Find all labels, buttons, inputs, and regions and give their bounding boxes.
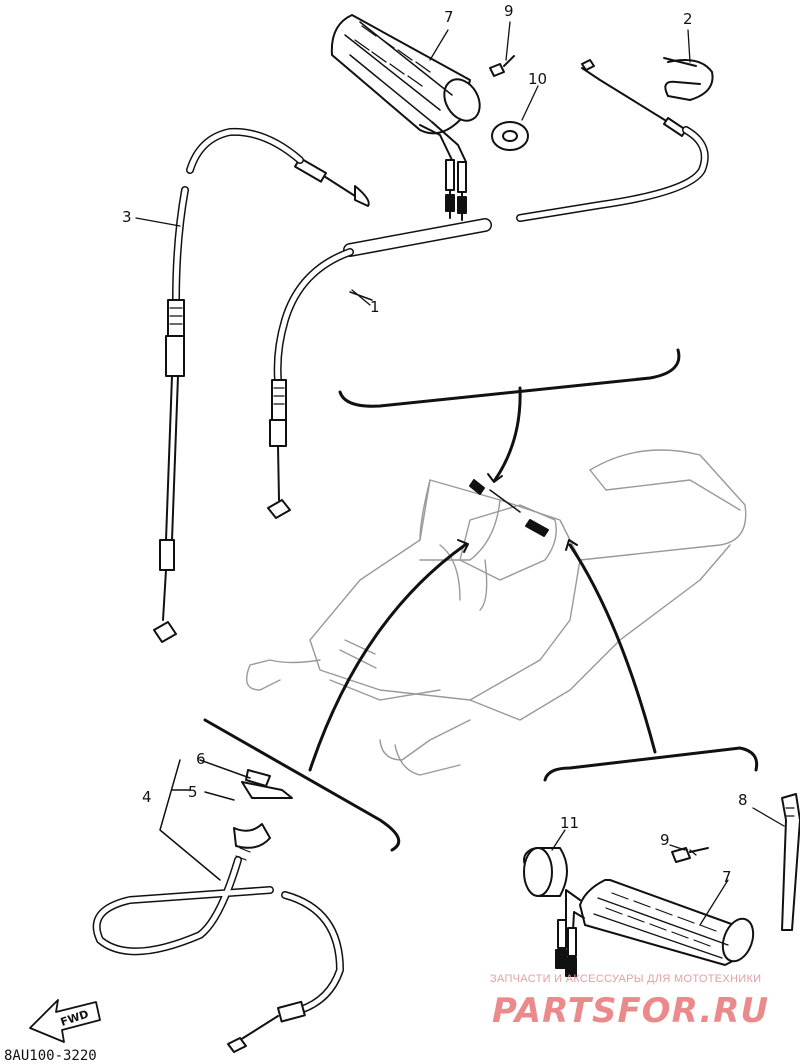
panel-frame-top [338, 348, 681, 483]
speedometer-cable [92, 769, 344, 1053]
callout-6: 6 [196, 750, 206, 768]
callout-3: 3 [122, 208, 132, 226]
watermark-tagline: ЗАПЧАСТИ И АКСЕССУАРЫ ДЛЯ МОТОТЕХНИКИ [490, 973, 761, 985]
throttle-cable [267, 59, 709, 519]
leader-lines [135, 21, 785, 926]
callout-2: 2 [683, 10, 693, 28]
callout-9-bottom: 9 [660, 831, 670, 849]
washer [491, 121, 529, 151]
forward-direction-icon [29, 999, 101, 1043]
grip-bottom [555, 879, 755, 977]
callout-8: 8 [738, 791, 748, 809]
callout-bracket-4 [159, 759, 251, 881]
figure-code: 8AU100-3220 [4, 1048, 97, 1064]
callout-7-bottom: 7 [722, 868, 732, 886]
watermark-site: PARTSFOR.RU [492, 991, 769, 1031]
callout-7-top: 7 [444, 8, 454, 26]
screw-top [489, 55, 515, 77]
callout-9-top: 9 [504, 2, 514, 20]
cable-tie [781, 793, 800, 931]
panel-frame-left [203, 718, 401, 852]
screw-bottom [671, 847, 709, 863]
callout-10: 10 [528, 70, 547, 88]
callout-5: 5 [188, 783, 198, 801]
throttle-grip-top [330, 14, 481, 221]
collar [523, 847, 568, 897]
callout-1: 1 [370, 298, 380, 316]
callout-11: 11 [560, 814, 579, 832]
callout-4: 4 [142, 788, 152, 806]
choke-cable [153, 127, 370, 643]
cable-clip [663, 57, 714, 101]
panel-frame-right [543, 746, 759, 782]
cable-end-pointer [469, 479, 549, 537]
arrows-to-handlebar [308, 539, 657, 772]
snowmobile-outline [246, 449, 747, 776]
